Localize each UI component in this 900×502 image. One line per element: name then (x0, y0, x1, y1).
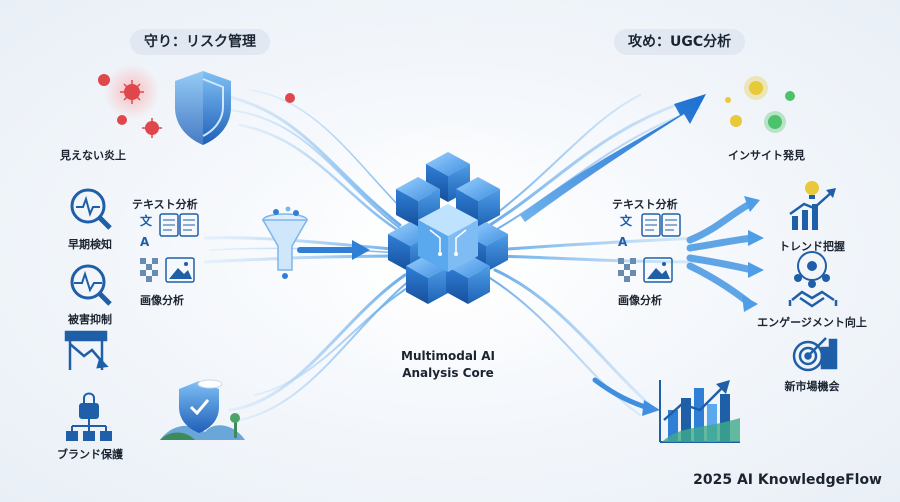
target-icon (792, 337, 838, 372)
team-network-icon (794, 251, 830, 288)
pulse-monitor-icon (70, 264, 112, 306)
defense-header: 守り：リスク管理 (130, 29, 270, 55)
label-text-analysis-right: テキスト分析 (612, 198, 678, 211)
image-analysis-icon-left (140, 257, 195, 283)
core-label-line1: Multimodal AI (401, 349, 495, 363)
lock-network-icon (66, 392, 112, 441)
funnel-icon (261, 206, 309, 279)
shield-icon (175, 71, 231, 145)
left-flow-streams (203, 89, 416, 421)
label-insight: インサイト発見 (728, 149, 805, 162)
label-trend: トレンド把握 (779, 240, 845, 253)
ai-core-cube-icon (388, 152, 508, 304)
magnifier-pulse-icon (70, 188, 112, 230)
label-hidden-fire: 見えない炎上 (60, 149, 126, 162)
svg-text:文: 文 (140, 213, 153, 228)
label-brand-protection: ブランド保護 (57, 448, 123, 461)
shield-check-landscape-icon (160, 379, 245, 440)
svg-text:A: A (140, 235, 150, 249)
text-analysis-icon-right: 文 A (618, 213, 681, 249)
core-label-line2: Analysis Core (402, 366, 494, 380)
label-damage-control: 被害抑制 (68, 313, 112, 326)
text-analysis-icon-left: 文 A (140, 213, 199, 249)
label-image-analysis-left: 画像分析 (140, 294, 184, 307)
core-label: Multimodal AI Analysis Core (401, 348, 495, 382)
label-image-analysis-right: 画像分析 (618, 294, 662, 307)
insight-spark-icon (725, 76, 795, 133)
label-text-analysis-left: テキスト分析 (132, 198, 198, 211)
trend-bulb-icon (789, 181, 836, 230)
label-early-detection: 早期検知 (68, 238, 112, 251)
label-new-market: 新市場機会 (784, 380, 840, 393)
barrier-decline-icon (64, 330, 109, 370)
offense-header: 攻め：UGC分析 (614, 29, 746, 55)
growth-arrow-icon (520, 94, 706, 222)
handshake-icon (788, 290, 838, 308)
label-engagement: エンゲージメント向上 (757, 316, 867, 329)
footer-credit: 2025 AI KnowledgeFlow (693, 472, 882, 488)
city-growth-chart-icon (659, 380, 740, 443)
virus-icon (98, 64, 295, 138)
svg-text:文: 文 (620, 213, 633, 228)
image-analysis-icon-right (618, 257, 673, 283)
right-branch-arrows (686, 201, 756, 306)
svg-text:A: A (618, 235, 628, 249)
right-flow-streams (487, 94, 702, 416)
